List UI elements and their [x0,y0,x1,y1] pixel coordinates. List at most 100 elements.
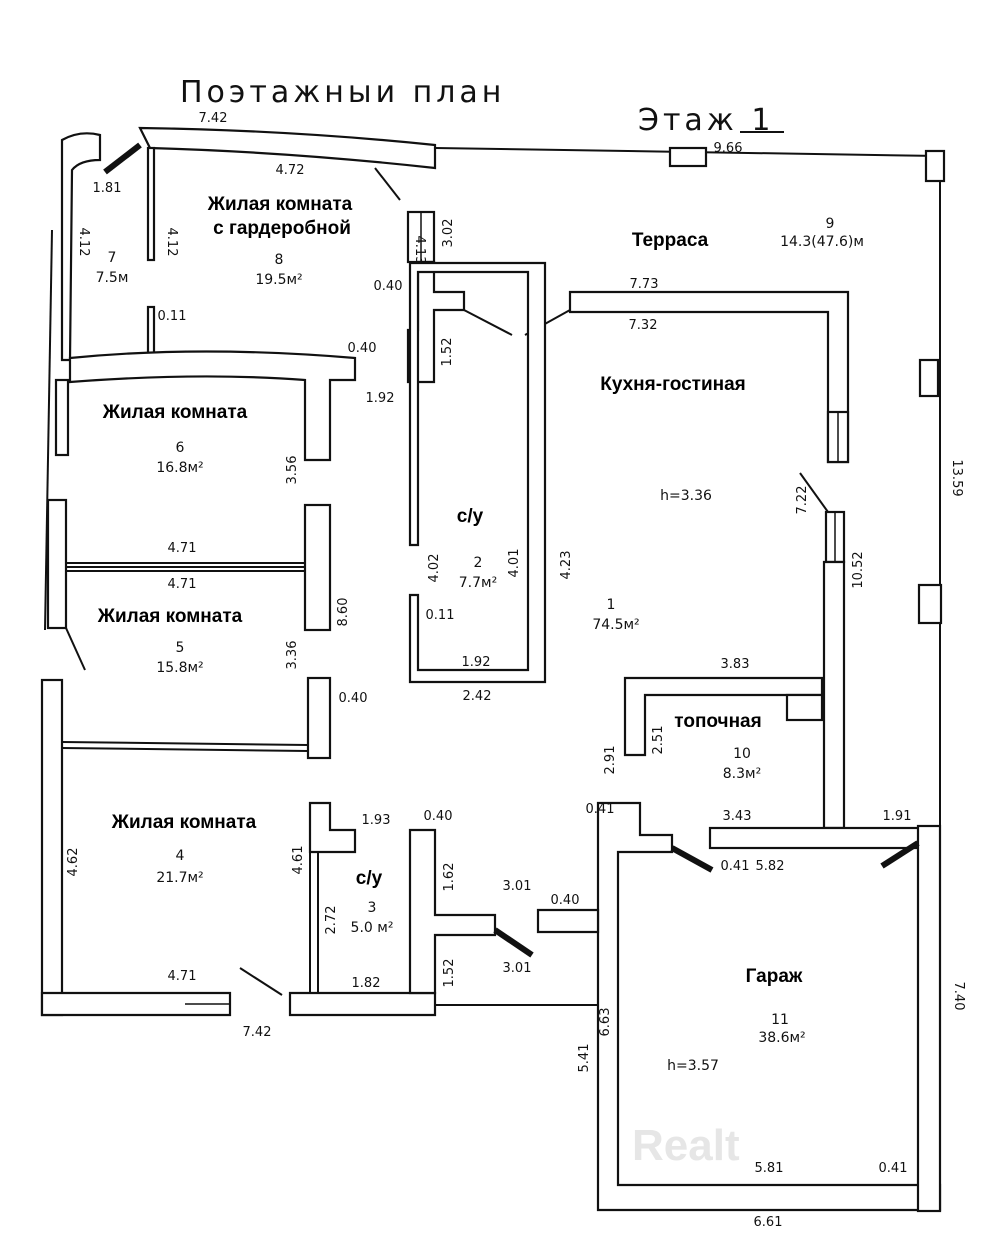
dimension-label: 5.81 [755,1161,784,1176]
room-name: с/у [356,868,383,889]
room-area: 38.6м² [758,1030,805,1046]
dimension-label: 5.82 [756,859,785,874]
dimension-label: 1.81 [93,181,122,196]
dimension-label: 4.13 [412,236,427,265]
dimension-label: 1.92 [366,391,395,406]
dimension-label: 0.41 [721,859,750,874]
dimension-label: 0.41 [586,802,615,817]
dimension-label: 7.42 [199,111,228,126]
dimension-label: 4.12 [76,228,91,257]
room-name: Жилая комната [97,606,243,627]
room-name: Терраса [632,230,709,251]
dimension-label: 3.01 [503,879,532,894]
room-4: Жилая комната 4 21.7м² [111,812,257,886]
dimension-label: 7.32 [629,318,658,333]
walls [40,126,946,1213]
dimension-label: 0.41 [879,1161,908,1176]
room-6: Жилая комната 6 16.8м² [102,402,248,476]
room-number: 10 [733,746,751,762]
room-height: h=3.57 [667,1058,719,1074]
dimension-label: 5.41 [577,1044,592,1073]
dimension-label: 3.43 [723,809,752,824]
plan-title: Поэтажныи план [180,75,505,110]
dimension-label: 0.40 [424,809,453,824]
dimension-label: 4.71 [168,577,197,592]
dimension-label: 1.93 [362,813,391,828]
dimension-label: 4.23 [559,551,574,580]
room-area: 74.5м² [592,617,639,633]
dimension-label: 6.61 [754,1215,783,1230]
room-number: 3 [368,900,377,916]
room-5: Жилая комната 5 15.8м² [97,606,243,676]
dimension-label: 7.73 [630,277,659,292]
dimension-label: 0.40 [374,279,403,294]
dimension-label: 1.91 [883,809,912,824]
dimension-label: 7.22 [795,486,810,515]
dimension-label: 0.11 [426,608,455,623]
dimension-label: 1.82 [352,976,381,991]
room-name: Кухня-гостиная [600,374,746,395]
room-8: Жилая комната с гардеробной 8 19.5м² [207,194,353,288]
dimension-label: 13.59 [949,459,964,496]
room-height: h=3.36 [660,488,712,504]
room-name: Жилая комната [102,402,248,423]
dimension-label: 1.52 [440,338,455,367]
dimension-label: 10.52 [851,551,866,588]
dimension-label: 4.71 [168,969,197,984]
room-name: Жилая комната [111,812,257,833]
dimension-label: 4.01 [507,549,522,578]
room-11-garage: Гараж 11 38.6м² h=3.57 [667,966,806,1074]
dimension-label: 4.72 [276,163,305,178]
room-7: 7 7.5м [96,250,129,286]
room-number: 2 [474,555,483,571]
dimension-label: 2.51 [651,726,666,755]
dimension-label: 8.60 [336,598,351,627]
room-number: 4 [176,848,185,864]
room-2-wc: с/у 2 7.7м² [457,506,497,591]
room-area: 14.3(47.6)м [780,234,864,250]
room-name: Жилая комната [207,194,353,215]
dimension-label: 1.92 [462,655,491,670]
room-area: 15.8м² [156,660,203,676]
dimension-label: 2.72 [324,906,339,935]
room-area: 7.7м² [459,575,497,591]
dimension-label: 4.61 [291,846,306,875]
room-area: 19.5м² [255,272,302,288]
dimension-label: 3.01 [503,961,532,976]
room-number: 11 [771,1012,789,1028]
dimension-label: 1.52 [442,959,457,988]
room-1-kitchen: Кухня-гостиная h=3.36 1 74.5м² [592,374,745,633]
room-area: 21.7м² [156,870,203,886]
room-number: 5 [176,640,185,656]
dimension-label: 0.40 [348,341,377,356]
dimension-label: 3.02 [441,219,456,248]
dimension-label: 0.11 [158,309,187,324]
room-10-boiler: топочная 10 8.3м² [674,711,761,782]
dimension-label: 1.62 [442,863,457,892]
room-name: Гараж [746,966,803,987]
room-name: с/у [457,506,484,527]
dimension-label: 7.42 [243,1025,272,1040]
dimension-label: 4.02 [427,554,442,583]
room-area: 5.0 м² [351,920,394,936]
room-number: 8 [275,252,284,268]
dimension-label: 4.12 [164,228,179,257]
dimension-label: 3.56 [285,456,300,485]
dimension-label: 2.91 [603,746,618,775]
dimension-label: 3.36 [285,641,300,670]
room-3-wc: с/у 3 5.0 м² [351,868,394,936]
room-number: 7 [108,250,117,266]
room-name: топочная [674,711,761,732]
room-number: 9 [826,216,835,232]
dimension-label: 4.62 [66,848,81,877]
room-9-terrace: Терраса 9 14.3(47.6)м [632,216,864,251]
room-area: 7.5м [96,270,129,286]
watermark: Realt [632,1121,740,1170]
dimension-label: 3.83 [721,657,750,672]
dimension-label: 9.66 [714,141,743,156]
dimension-label: 7.40 [951,982,966,1011]
dimension-label: 0.40 [339,691,368,706]
room-number: 1 [607,597,616,613]
room-name: с гардеробной [213,218,351,239]
